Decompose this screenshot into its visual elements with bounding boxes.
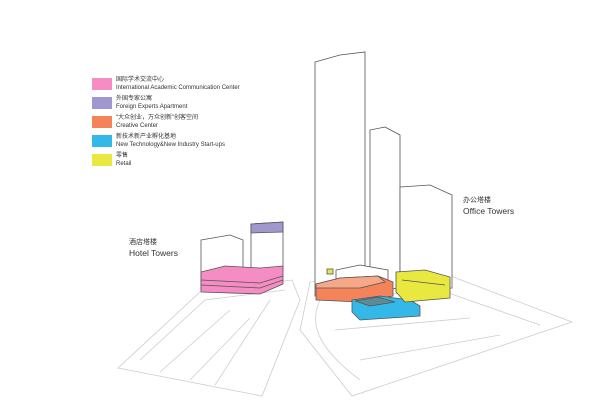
office-label-en: Office Towers [463,206,515,216]
office-towers-label: 办公塔楼 Office Towers [463,196,514,216]
hotel-label-en: Hotel Towers [129,248,178,258]
hotel-label-cn: 酒店塔楼 [129,239,157,246]
legend-swatch [92,135,112,147]
legend-cn: 新技术新产业孵化基地 [116,134,177,140]
hotel-towers-label: 酒店塔楼 Hotel Towers [129,238,178,258]
legend-swatch [92,154,112,166]
podiums [315,264,451,321]
legend-swatch [92,78,112,90]
legend-cn: 国际学术交流中心 [116,77,165,83]
legend-swatch [92,116,112,128]
legend-en: Creative Center [116,122,159,129]
legend-cn: “大众创业，万众创新”创客空间 [116,115,198,121]
hotel-towers [200,221,284,295]
legend-en: New Technology&New Industry Start-ups [116,141,225,148]
legend-swatch [92,97,112,109]
legend-en: Retail [116,160,132,167]
office-towers [314,51,453,297]
legend-en: International Academic Communication Cen… [116,84,240,91]
office-label-cn: 办公塔楼 [463,197,491,204]
legend-en: Foreign Experts Apartment [116,103,188,110]
legend-cn: 零售 [116,153,129,159]
legend-cn: 外国专家公寓 [116,96,153,102]
